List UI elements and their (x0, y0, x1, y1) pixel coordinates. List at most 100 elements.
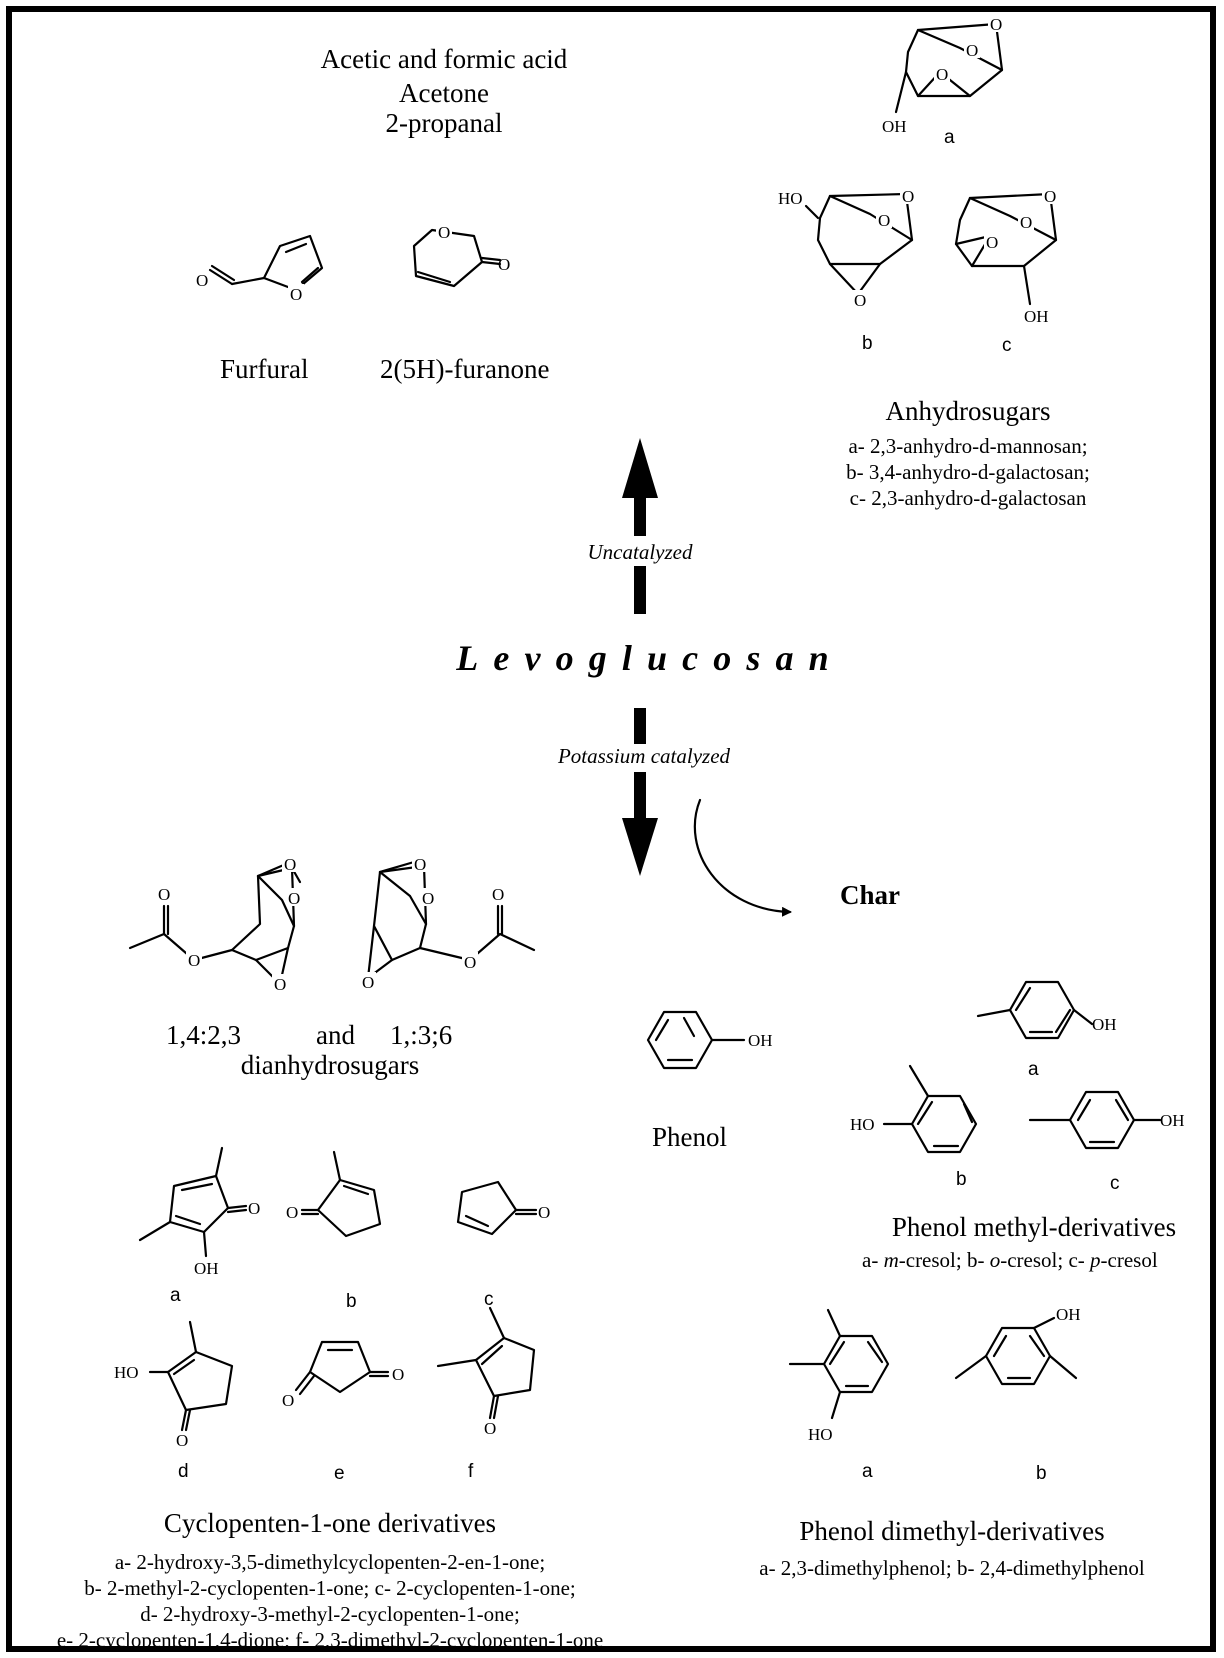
svg-text:O: O (282, 1391, 294, 1410)
cyclopentenone-label-f: f (468, 1461, 474, 1482)
svg-text:O: O (936, 65, 948, 84)
potassium-catalyzed-arrow (622, 708, 658, 876)
anhydrosugars-title: Anhydrosugars (885, 396, 1051, 426)
svg-text:O: O (274, 975, 286, 994)
svg-text:HO: HO (778, 189, 803, 208)
cyclopentenone-label-a: a (170, 1285, 181, 1306)
svg-text:HO: HO (850, 1115, 875, 1134)
cyclopentenone-e-structure: O O (282, 1340, 404, 1410)
potassium-catalyzed-label: Potassium catalyzed (553, 746, 735, 767)
furfural-structure: O O (196, 234, 324, 304)
svg-text:O: O (902, 187, 914, 206)
phenol-methyl-label-b: b (956, 1169, 967, 1190)
svg-text:O: O (414, 855, 426, 874)
cyclopentenone-f-structure: O (436, 1306, 536, 1438)
svg-text:O: O (966, 41, 978, 60)
uncatalyzed-arrow (622, 438, 658, 614)
diagram-frame (6, 6, 1216, 1652)
phenol-methyl-items: a- m-cresol; b- o-cresol; c- p-cresol (862, 1248, 1158, 1272)
anhydrosugar-a-structure: O O O OH (882, 14, 1004, 136)
phenol-structure: OH (646, 1010, 773, 1070)
cyclopentenone-label-d: d (178, 1461, 189, 1482)
anhydrosugars-item-b: b- 3,4-anhydro-d-galactosan; (846, 460, 1090, 484)
cyclopentenone-a-structure: O OH (138, 1146, 260, 1278)
svg-text:O: O (484, 1419, 496, 1438)
anhydrosugar-label-a: a (944, 127, 955, 148)
phenol-label: Phenol (652, 1122, 728, 1152)
uncatalyzed-label: Uncatalyzed (583, 542, 697, 563)
svg-text:O: O (286, 1203, 298, 1222)
svg-text:O: O (288, 889, 300, 908)
cyclopentenone-label-c: c (484, 1289, 494, 1310)
phenol-methyl-label-a: a (1028, 1059, 1039, 1080)
svg-text:OH: OH (1160, 1111, 1185, 1130)
svg-text:O: O (188, 951, 200, 970)
svg-text:OH: OH (1092, 1015, 1117, 1034)
p-cresol-structure: OH (1028, 1090, 1185, 1150)
dianhydro-label-and: and (316, 1020, 355, 1050)
dimethylphenol-label-a: a (862, 1461, 873, 1482)
svg-text:OH: OH (882, 117, 907, 136)
top-product-1: Acetic and formic acid (320, 44, 568, 74)
svg-text:O: O (392, 1365, 404, 1384)
furfural-label: Furfural (220, 354, 309, 384)
phenol-methyl-title: Phenol methyl-derivatives (891, 1212, 1177, 1242)
svg-text:O: O (196, 271, 208, 290)
svg-text:OH: OH (1056, 1305, 1081, 1324)
svg-text:O: O (290, 285, 302, 304)
svg-text:HO: HO (808, 1425, 833, 1444)
anhydrosugar-label-b: b (862, 333, 873, 354)
anhydrosugar-c-structure: O O O OH (954, 186, 1058, 326)
furanone-label: 2(5H)-furanone (380, 354, 550, 384)
top-product-2: Acetone (399, 78, 489, 108)
svg-text:HO: HO (114, 1363, 139, 1382)
anhydrosugar-b-structure: HO O O O (778, 186, 916, 310)
svg-text:O: O (284, 855, 296, 874)
cyclopentenone-b-structure: O (286, 1150, 382, 1238)
furanone-structure: O O (412, 222, 510, 288)
levoglucosan-label: Levoglucosan (456, 638, 844, 678)
svg-text:O: O (438, 223, 450, 242)
phenol-dimethyl-title: Phenol dimethyl-derivatives (799, 1516, 1105, 1546)
anhydrosugars-item-c: c- 2,3-anhydro-d-galactosan (849, 486, 1087, 510)
cyclopentenone-c-structure: O (456, 1180, 550, 1236)
svg-text:O: O (362, 973, 374, 992)
svg-text:OH: OH (1024, 307, 1049, 326)
cyclopentenone-item-1: a- 2-hydroxy-3,5-dimethylcyclopenten-2-e… (114, 1550, 546, 1574)
svg-text:O: O (986, 233, 998, 252)
cyclopentenone-item-3: d- 2-hydroxy-3-methyl-2-cyclopenten-1-on… (140, 1602, 520, 1626)
svg-text:O: O (248, 1199, 260, 1218)
o-cresol-structure: HO (850, 1064, 978, 1154)
svg-text:O: O (498, 255, 510, 274)
dimethylphenol-a-structure: HO (788, 1308, 890, 1444)
char-label: Char (840, 880, 900, 910)
svg-text:OH: OH (194, 1259, 219, 1278)
svg-text:O: O (538, 1203, 550, 1222)
cyclopentenone-title: Cyclopenten-1-one derivatives (163, 1508, 497, 1538)
anhydrosugar-label-c: c (1002, 335, 1012, 356)
svg-text:O: O (1020, 213, 1032, 232)
svg-text:O: O (464, 953, 476, 972)
phenol-methyl-label-c: c (1110, 1173, 1120, 1194)
dimethylphenol-label-b: b (1036, 1463, 1047, 1484)
char-curved-arrow (693, 798, 792, 917)
anhydrosugars-item-a: a- 2,3-anhydro-d-mannosan; (848, 434, 1088, 458)
dianhydro-label-line2: dianhydrosugars (240, 1050, 420, 1080)
dianhydro-label-2: 1,:3;6 (390, 1020, 453, 1050)
svg-text:OH: OH (748, 1031, 773, 1050)
svg-text:O: O (854, 291, 866, 310)
dimethylphenol-b-structure: OH (954, 1305, 1081, 1386)
cyclopentenone-item-2: b- 2-methyl-2-cyclopenten-1-one; c- 2-cy… (84, 1576, 576, 1600)
svg-text:O: O (492, 885, 504, 904)
dianhydrosugar-2-structure: O O O O O (360, 854, 536, 992)
cyclopentenone-item-4: e- 2-cyclopenten-1,4-dione; f- 2,3-dimet… (56, 1628, 604, 1652)
svg-text:O: O (176, 1431, 188, 1450)
phenol-dimethyl-items: a- 2,3-dimethylphenol; b- 2,4-dimethylph… (759, 1556, 1145, 1580)
top-product-3: 2-propanal (385, 108, 503, 138)
svg-text:O: O (1044, 187, 1056, 206)
cyclopentenone-d-structure: HO O (114, 1320, 234, 1450)
svg-text:O: O (990, 15, 1002, 34)
cyclopentenone-label-e: e (334, 1463, 345, 1484)
svg-text:O: O (422, 889, 434, 908)
